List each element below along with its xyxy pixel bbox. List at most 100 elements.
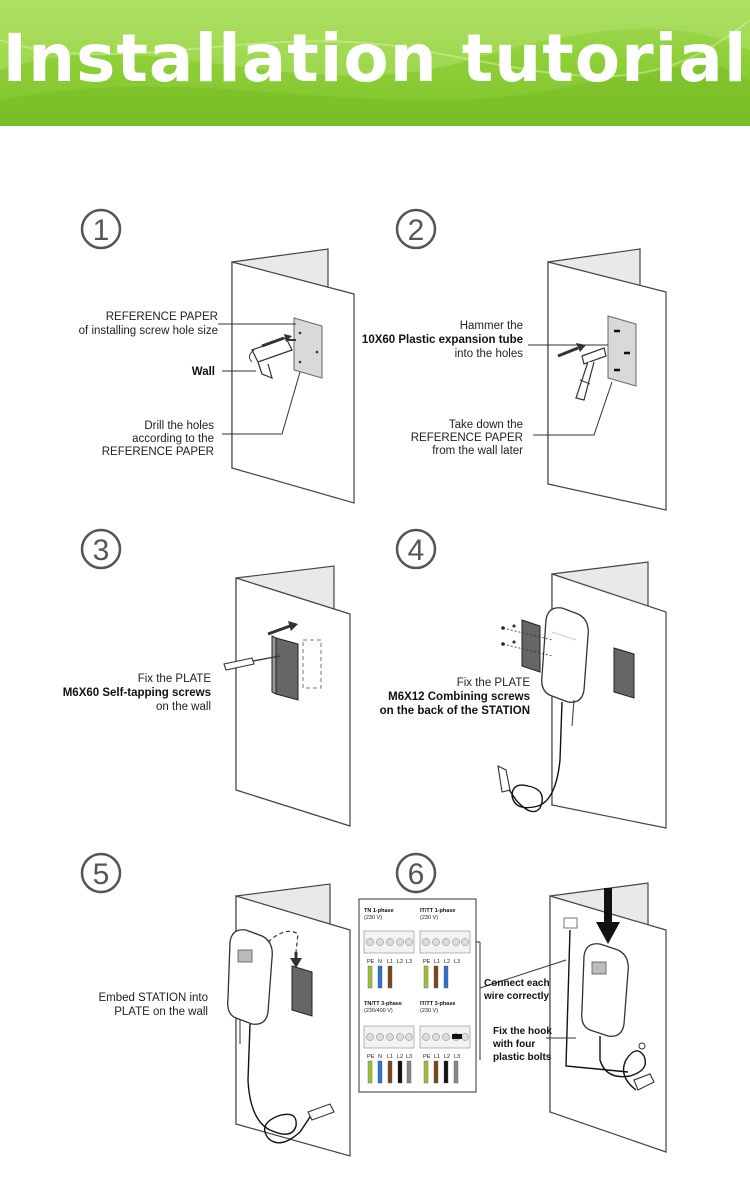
wire-pe	[367, 965, 373, 989]
step-2-label-hammer-3: into the holes	[455, 348, 524, 360]
step-2-label-take-2: REFERENCE PAPER	[411, 432, 523, 444]
step-1-number: 1	[93, 214, 110, 247]
terminal-label: N	[378, 959, 382, 965]
step-5-label-embed-1: Embed STATION into	[99, 992, 209, 1004]
wire-l3	[453, 1060, 459, 1084]
step-2-reference-paper	[607, 315, 637, 387]
terminal-label: L2	[397, 1054, 403, 1060]
step-1-label-paper-2: of installing screw hole size	[79, 325, 218, 337]
step-5-number-circle	[80, 852, 122, 894]
step-2-label-take-3: from the wall later	[432, 445, 523, 457]
step-6-label-connect-2: wire correctly	[483, 991, 549, 1002]
wire-l1	[387, 1060, 393, 1084]
screwdriver-icon	[223, 655, 281, 671]
step-3-number-circle	[80, 528, 122, 570]
wire-l2	[443, 965, 449, 989]
charging-station-icon	[581, 943, 629, 1037]
terminal-label: L2	[397, 959, 403, 965]
push-arrow-icon	[557, 346, 579, 358]
step-5: 5 Embed STATION into PLATE on the wall	[80, 852, 351, 1157]
step-4-wall-plate	[613, 647, 635, 699]
down-arrow-icon	[604, 888, 612, 924]
wire-l3	[406, 1060, 412, 1084]
step-4-number-circle	[395, 528, 437, 570]
wiring-title-it-1phase: IT/TT 1-phase	[420, 908, 455, 914]
terminal-label: PE	[423, 959, 431, 965]
step-5-number: 5	[93, 858, 110, 891]
hammer-icon	[575, 347, 607, 401]
step-6-label-hook-2: with four	[492, 1039, 535, 1050]
charging-plug-icon	[633, 1073, 655, 1091]
step-3-label-fix-3: on the wall	[156, 701, 211, 713]
step-2-number-circle	[395, 208, 437, 250]
wire-pe	[423, 1060, 429, 1084]
step-4: 4 Fix the PLATE M6X12 Combining screws o…	[380, 528, 667, 829]
step-1-label-paper-1: REFERENCE PAPER	[106, 311, 218, 323]
charging-plug-icon	[497, 765, 511, 793]
wiring-panel-tn-1phase: TN 1-phase (230 V) PE N L1 L2 L3	[363, 908, 415, 989]
step-2-label-hammer-1: Hammer the	[460, 320, 523, 332]
step-3-number: 3	[93, 534, 110, 567]
step-5-label-embed-2: PLATE on the wall	[114, 1006, 208, 1018]
step-2-wall	[547, 261, 667, 511]
step-2-label-take-1: Take down the	[449, 419, 523, 431]
tutorial-diagram: 1 REFERENCE PAPER of installing screw ho…	[63, 208, 667, 1157]
terminal-label: L1	[387, 959, 393, 965]
wiring-panel-it-3phase: IT/TT 3-phase (230 V) PE L1 L2 L3	[419, 1001, 471, 1084]
wire-l1	[387, 965, 393, 989]
charging-plug-icon	[307, 1103, 335, 1121]
push-arrow-icon	[261, 336, 285, 348]
terminal-label: PE	[367, 959, 375, 965]
push-arrow-icon	[267, 624, 291, 636]
step-3-label-fix-1: Fix the PLATE	[138, 673, 212, 685]
wall-socket-icon	[563, 917, 578, 929]
step-6-label-hook-1: Fix the hook	[493, 1026, 552, 1037]
wiring-volt-it-3phase: (230 V)	[420, 1008, 438, 1014]
step-6-label-hook-3: plastic bolts	[493, 1052, 552, 1063]
charging-cable	[503, 701, 563, 813]
wiring-panel-tn-3phase: TN/TT 3-phase (230/400 V) PE N L1 L2 L3	[363, 1001, 415, 1084]
wire-l1	[433, 1060, 439, 1084]
step-4-label-fix-3: on the back of the STATION	[380, 705, 530, 717]
step-5-plate	[291, 965, 313, 1017]
charging-station-icon	[541, 607, 589, 703]
wiring-title-tn-3phase: TN/TT 3-phase	[364, 1001, 402, 1007]
terminal-label: L1	[434, 1054, 440, 1060]
step-4-label-fix-1: Fix the PLATE	[457, 677, 531, 689]
terminal-label: L2	[444, 1054, 450, 1060]
wire-n	[377, 1060, 383, 1084]
step-3-plate	[275, 637, 299, 701]
wiring-title-it-3phase: IT/TT 3-phase	[420, 1001, 455, 1007]
wire-l1	[433, 965, 439, 989]
wiring-volt-tn-1phase: (230 V)	[364, 915, 382, 921]
step-3-label-fix-2: M6X60 Self-tapping screws	[63, 687, 211, 699]
wiring-volt-tn-3phase: (230/400 V)	[364, 1008, 393, 1014]
step-1-label-drill-3: REFERENCE PAPER	[102, 446, 214, 458]
terminal-label: L3	[406, 959, 412, 965]
step-1-wall	[231, 261, 355, 504]
wire-n	[377, 965, 383, 989]
charging-cable	[247, 1023, 313, 1144]
page-title: Installation tutorial	[2, 20, 748, 97]
step-1-label-drill-2: according to the	[132, 433, 214, 445]
terminal-label: L3	[454, 1054, 460, 1060]
step-6: 6 TN 1-phase (230 V) PE N L1 L2 L3	[358, 852, 667, 1153]
terminal-label: L1	[387, 1054, 393, 1060]
terminal-label: N	[378, 1054, 382, 1060]
banner-wave-decoration	[0, 0, 750, 126]
step-1-number-circle	[80, 208, 122, 250]
wire-l2	[397, 1060, 403, 1084]
step-2-label-hammer-2: 10X60 Plastic expansion tube	[362, 334, 523, 346]
step-4-plate	[521, 619, 541, 673]
terminal-label: L1	[434, 959, 440, 965]
terminal-label: L3	[406, 1054, 412, 1060]
wiring-panel-it-1phase: IT/TT 1-phase (230 V) PE L1 L2 L3	[419, 908, 471, 989]
terminal-label: L3	[454, 959, 460, 965]
step-4-number: 4	[408, 534, 425, 567]
step-6-number: 6	[408, 858, 425, 891]
charging-cable	[599, 1036, 647, 1091]
charging-station-icon	[227, 929, 273, 1025]
step-3: 3 Fix the PLATE M6X60 Self-tapping screw…	[63, 528, 351, 827]
hook-icon	[638, 1042, 646, 1050]
step-1-reference-paper	[293, 317, 323, 379]
